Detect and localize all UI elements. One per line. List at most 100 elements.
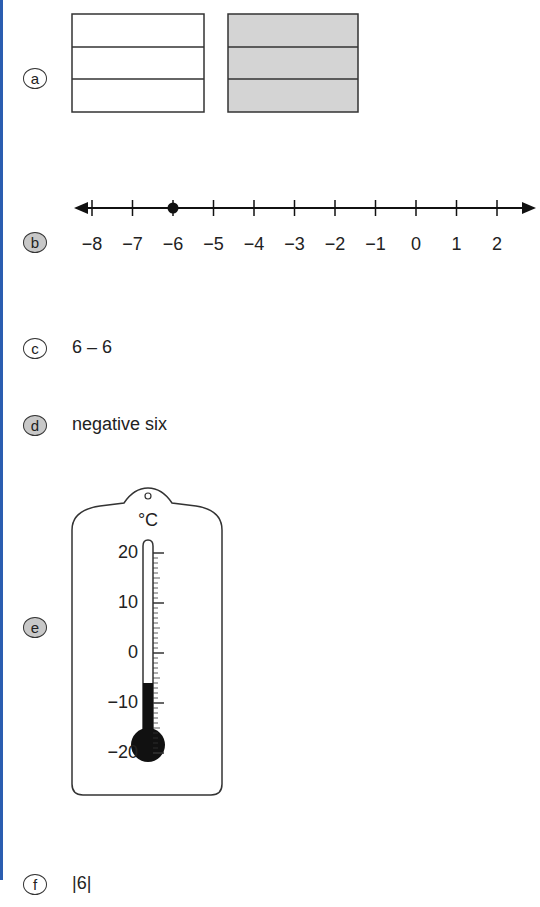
scale-label: 10	[118, 593, 138, 613]
axis-label: 1	[451, 235, 461, 255]
scale-tick	[153, 643, 158, 644]
axis-label: −5	[203, 235, 224, 255]
tick-mark	[415, 200, 417, 216]
answer-text: |6|	[72, 874, 91, 894]
scale-tick	[153, 723, 158, 724]
option-letter: a	[31, 71, 39, 86]
axis-label: −2	[325, 235, 346, 255]
scale-tick	[153, 752, 164, 754]
scale-tick	[153, 673, 158, 674]
scale-tick	[153, 683, 158, 684]
scale-tick	[153, 708, 158, 709]
scale-tick	[153, 688, 158, 689]
scale-tick	[153, 668, 158, 669]
scale-label: −10	[107, 693, 138, 713]
tick-mark	[496, 200, 498, 216]
thermometer	[72, 488, 222, 795]
scale-tick	[153, 702, 164, 704]
fraction-bars	[72, 14, 358, 112]
scale-tick	[153, 578, 160, 579]
scale-tick	[153, 658, 158, 659]
tick-mark	[91, 200, 93, 216]
axis-line	[84, 207, 528, 209]
axis-label: −4	[244, 235, 265, 255]
axis-label: 2	[492, 235, 502, 255]
scale-tick	[153, 593, 158, 594]
white-bar	[72, 14, 204, 112]
scale-tick	[153, 648, 158, 649]
option-letter: c	[31, 341, 39, 356]
scale-tick	[153, 552, 164, 554]
option-letter: d	[31, 418, 39, 433]
tick-mark	[294, 200, 296, 216]
scale-tick	[153, 652, 164, 654]
hang-hole	[145, 493, 151, 499]
answer-bubble: a	[23, 68, 47, 89]
scale-tick	[153, 748, 158, 749]
scale-tick	[153, 693, 158, 694]
axis-label: −7	[122, 235, 143, 255]
bar-divider	[228, 78, 358, 80]
option-letter: e	[31, 620, 39, 635]
arrow-head	[74, 202, 88, 214]
scale-tick	[153, 602, 164, 604]
bar-divider	[72, 46, 204, 48]
plotted-point	[168, 203, 179, 214]
scale-tick	[153, 598, 158, 599]
scale-tick	[153, 718, 158, 719]
scale-tick	[153, 563, 158, 564]
tick-mark	[132, 200, 134, 216]
scale-tick	[153, 633, 158, 634]
answer-bubble: d	[23, 415, 47, 436]
bar-divider	[228, 46, 358, 48]
scale-tick	[153, 628, 160, 629]
axis-label: 0	[411, 235, 421, 255]
number-line	[74, 200, 536, 216]
scale-label: 20	[118, 543, 138, 563]
scale-tick	[153, 618, 158, 619]
shaded-bar	[228, 14, 358, 112]
scale-tick	[153, 568, 158, 569]
scale-tick	[153, 728, 160, 729]
scale-tick	[153, 663, 158, 664]
scale-tick	[153, 583, 158, 584]
scale-label: −20	[107, 743, 138, 763]
tick-mark	[334, 200, 336, 216]
scale-tick	[153, 588, 158, 589]
scale-tick	[153, 678, 160, 679]
scale-tick	[153, 608, 158, 609]
tick-mark	[375, 200, 377, 216]
answer-bubble: c	[23, 338, 47, 359]
scale-tick	[153, 558, 158, 559]
answer-bubble: f	[23, 874, 47, 895]
tick-mark	[213, 200, 215, 216]
answer-text: 6 – 6	[72, 338, 112, 358]
scale-tick	[153, 713, 158, 714]
answer-text: negative six	[72, 415, 167, 435]
axis-label: −8	[82, 235, 103, 255]
scale-tick	[153, 698, 158, 699]
scale-tick	[153, 613, 158, 614]
arrow-head	[522, 202, 536, 214]
axis-label: −6	[163, 235, 184, 255]
option-letter: b	[31, 235, 39, 250]
thermometer-body	[72, 488, 222, 795]
bar-divider	[72, 78, 204, 80]
scale-tick	[153, 743, 158, 744]
axis-label: −1	[365, 235, 386, 255]
scale-tick	[153, 733, 158, 734]
unit-label: °C	[138, 511, 158, 531]
scale-tick	[153, 638, 158, 639]
answer-bubble: e	[23, 617, 47, 638]
scale-label: 0	[128, 643, 138, 663]
option-letter: f	[33, 877, 37, 892]
tick-mark	[253, 200, 255, 216]
scale-tick	[153, 623, 158, 624]
margin-rule	[0, 0, 3, 880]
scale-tick	[153, 573, 158, 574]
answer-bubble: b	[23, 232, 47, 253]
thermometer-tube	[143, 540, 153, 745]
axis-label: −3	[284, 235, 305, 255]
